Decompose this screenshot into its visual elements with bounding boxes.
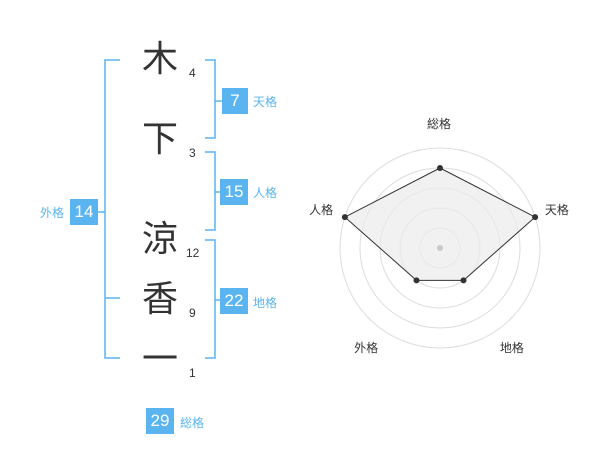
radar-point-5 <box>341 214 348 221</box>
radar-point-4 <box>413 277 420 284</box>
given-char-1: 涼 <box>141 219 178 260</box>
jinkaku-label: 人格 <box>253 186 278 200</box>
jinkaku-badge: 15 <box>220 179 248 205</box>
jinkaku-bracket <box>205 151 216 231</box>
chikaku-label: 地格 <box>253 296 278 310</box>
gaikaku-bracket <box>104 59 120 359</box>
radar-axis-label-1: 総格 <box>427 117 452 131</box>
tenkaku-badge: 7 <box>222 88 248 114</box>
radar-center-dot <box>437 245 443 251</box>
gaikaku-label: 外格 <box>40 206 65 220</box>
tenkaku-bracket <box>205 59 216 139</box>
tenkaku-label: 天格 <box>253 95 278 109</box>
chikaku-badge: 22 <box>220 288 248 314</box>
given-char-3: 一 <box>141 339 178 380</box>
given-stroke-2: 9 <box>189 306 196 320</box>
given-stroke-3: 1 <box>189 366 196 380</box>
gaikaku-badge: 14 <box>70 199 98 225</box>
radar-point-1 <box>437 165 443 171</box>
given-char-2: 香 <box>141 279 178 320</box>
chikaku-bracket <box>205 239 216 359</box>
surname-char-2: 下 <box>141 119 178 160</box>
radar-polygon <box>344 167 536 281</box>
radar-axis-label-2: 天格 <box>544 202 569 217</box>
radar-axis-label-5: 人格 <box>309 202 334 217</box>
surname-char-1: 木 <box>141 39 178 80</box>
soukaku-label: 総格 <box>180 416 205 430</box>
surname-stroke-1: 4 <box>189 66 196 80</box>
radar-point-2 <box>532 214 539 221</box>
radar-point-3 <box>460 277 467 284</box>
surname-stroke-2: 3 <box>189 146 196 160</box>
radar-axis-label-3: 地格 <box>499 341 524 356</box>
radar-ring-5 <box>339 147 541 349</box>
radar-axis-label-4: 外格 <box>354 341 379 356</box>
given-stroke-1: 12 <box>186 246 200 260</box>
soukaku-badge: 29 <box>146 408 174 434</box>
